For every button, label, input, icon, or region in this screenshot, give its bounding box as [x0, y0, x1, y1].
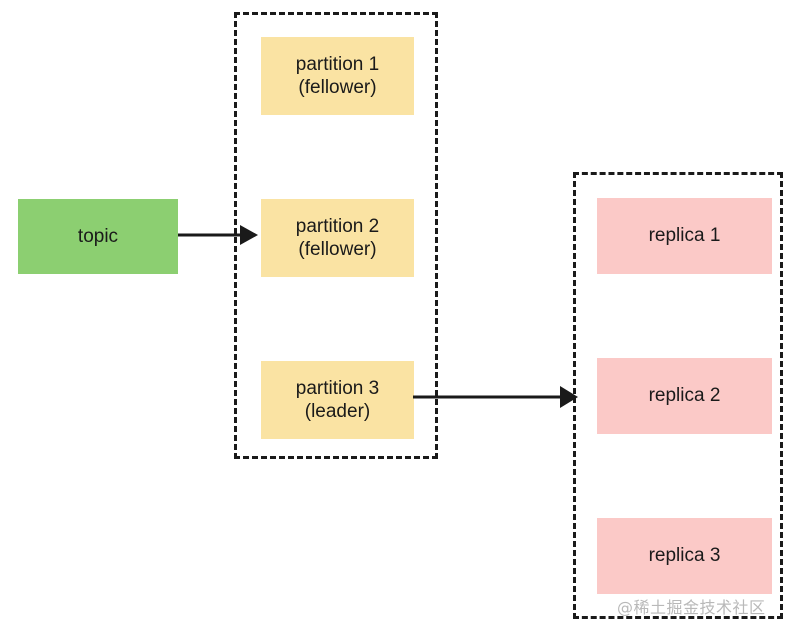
- arrow-partition3-to-replicas: [413, 386, 578, 408]
- arrow-topic-to-partitions: [178, 225, 258, 245]
- replica-3-box[interactable]: replica 3: [597, 518, 772, 594]
- partition-group-container: [234, 12, 438, 459]
- replica-1-box[interactable]: replica 1: [597, 198, 772, 274]
- watermark-text: @稀土掘金技术社区: [617, 598, 766, 617]
- partition-1-box[interactable]: partition 1 (fellower): [261, 37, 414, 115]
- replica-2-box[interactable]: replica 2: [597, 358, 772, 434]
- replica-group-container: [573, 172, 783, 619]
- topic-box[interactable]: topic: [18, 199, 178, 274]
- partition-3-box[interactable]: partition 3 (leader): [261, 361, 414, 439]
- partition-2-box[interactable]: partition 2 (fellower): [261, 199, 414, 277]
